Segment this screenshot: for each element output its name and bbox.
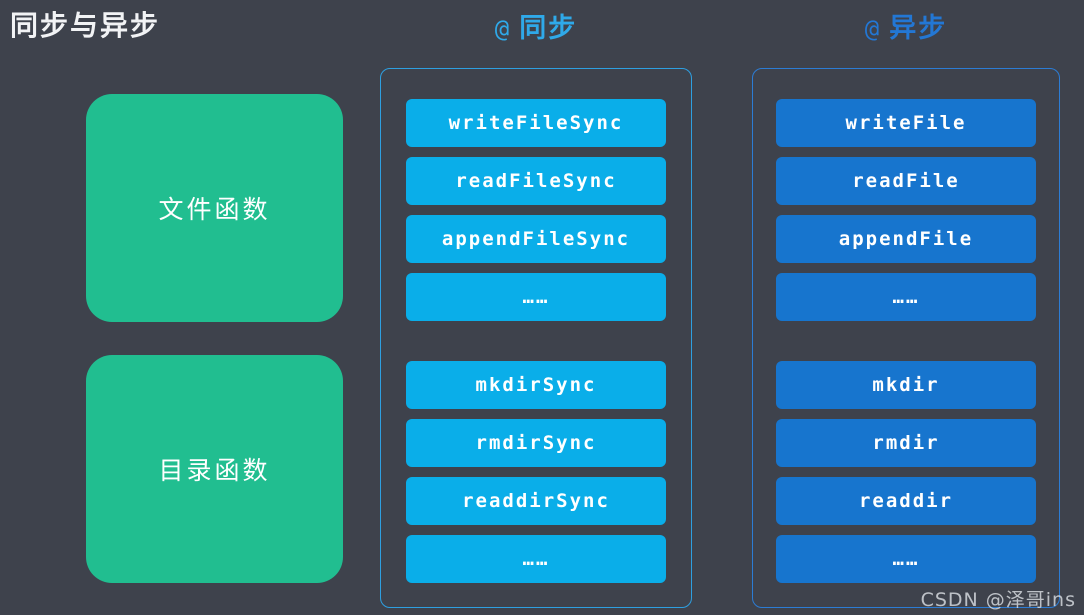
function-button: appendFile xyxy=(776,215,1036,263)
function-button: writeFile xyxy=(776,99,1036,147)
function-button: mkdirSync xyxy=(406,361,666,409)
function-button: rmdirSync xyxy=(406,419,666,467)
watermark: CSDN @泽哥ins xyxy=(920,589,1076,611)
function-button: appendFileSync xyxy=(406,215,666,263)
async-column-header: @ 异步 xyxy=(752,6,1060,45)
async-functions-panel: writeFile readFile appendFile …… mkdir rmdir… xyxy=(752,68,1060,608)
function-button: readFileSync xyxy=(406,157,666,205)
directory-functions-group-async: mkdir rmdir readdir …… xyxy=(776,361,1036,583)
category-label: 目录函数 xyxy=(158,456,271,485)
function-button: …… xyxy=(776,535,1036,583)
at-icon: @ xyxy=(494,15,510,43)
category-box-file-functions: 文件函数 xyxy=(86,94,343,322)
async-column-header-label: 异步 xyxy=(889,13,948,44)
sync-column-header-label: 同步 xyxy=(519,13,578,44)
function-button: …… xyxy=(406,535,666,583)
directory-functions-group-sync: mkdirSync rmdirSync readdirSync …… xyxy=(406,361,666,583)
category-box-directory-functions: 目录函数 xyxy=(86,355,343,583)
sync-functions-panel: writeFileSync readFileSync appendFileSync …… xyxy=(380,68,692,608)
function-button: mkdir xyxy=(776,361,1036,409)
page-title: 同步与异步 xyxy=(10,9,161,42)
function-button: readdir xyxy=(776,477,1036,525)
sync-column-header: @ 同步 xyxy=(380,6,692,45)
file-functions-group-async: writeFile readFile appendFile …… xyxy=(776,99,1036,321)
file-functions-group-sync: writeFileSync readFileSync appendFileSync …… xyxy=(406,99,666,321)
function-button: …… xyxy=(406,273,666,321)
function-button: …… xyxy=(776,273,1036,321)
at-icon: @ xyxy=(864,15,880,43)
function-button: writeFileSync xyxy=(406,99,666,147)
category-label: 文件函数 xyxy=(158,195,271,224)
function-button: readFile xyxy=(776,157,1036,205)
function-button: readdirSync xyxy=(406,477,666,525)
function-button: rmdir xyxy=(776,419,1036,467)
